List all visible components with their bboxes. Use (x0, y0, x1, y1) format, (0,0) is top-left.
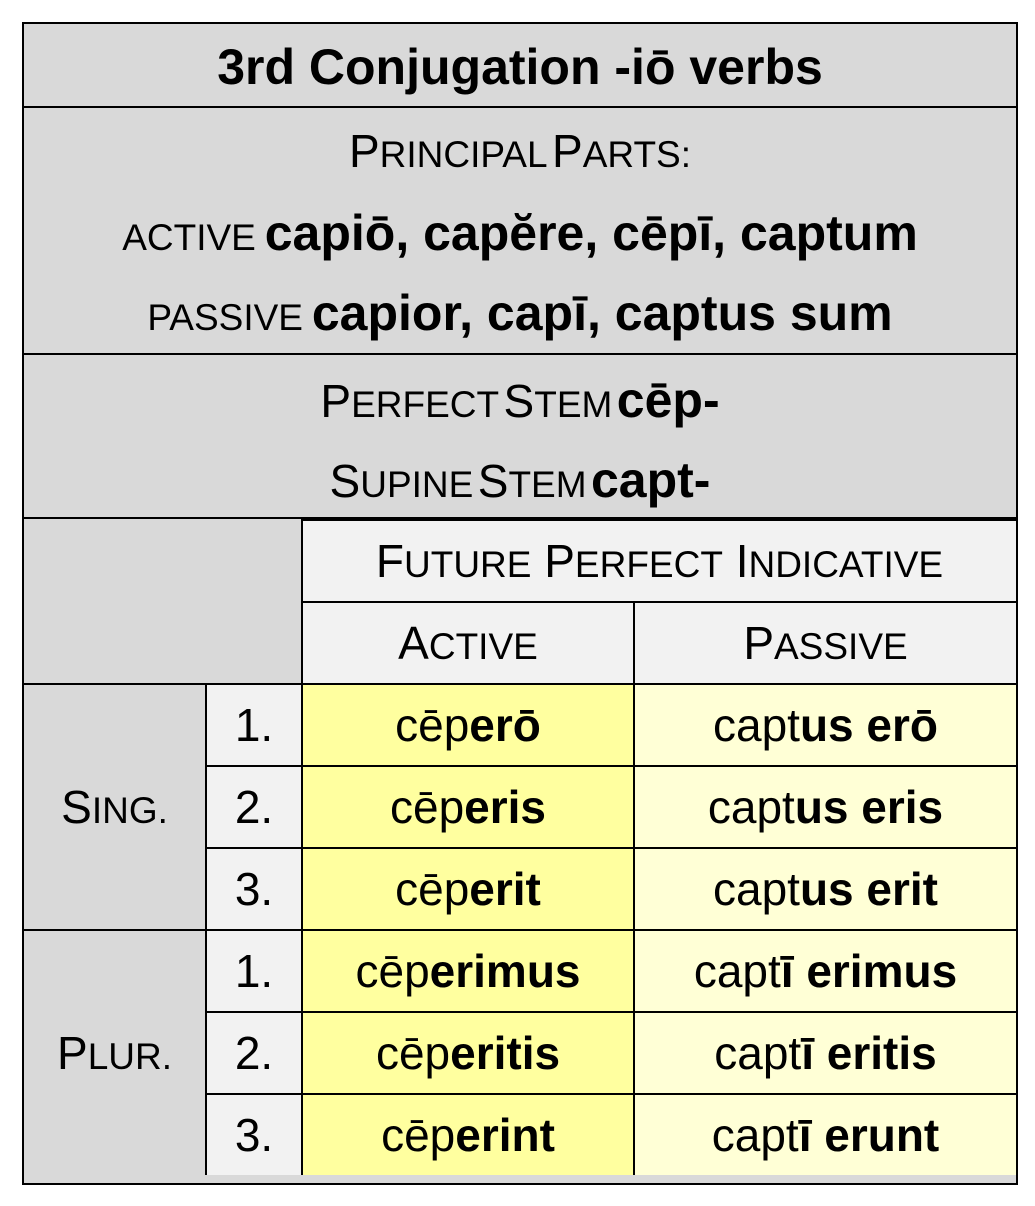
plural-label: PLUR. (24, 929, 207, 1175)
active-label: ACTIVE (122, 217, 256, 258)
active-form: cēperimus (301, 929, 635, 1013)
passive-form: captus eris (633, 765, 1016, 849)
active-form: cēperitis (301, 1011, 635, 1095)
conjugation-chart: 3rd Conjugation -iō verbs PRINCIPAL PART… (22, 22, 1018, 1185)
active-form: cēperit (301, 847, 635, 931)
supine-stem: capt- (591, 452, 711, 508)
table-header-row: FUTURE PERFECT INDICATIVE (24, 519, 1016, 685)
person-number: 3. (205, 847, 303, 931)
person-number: 2. (205, 765, 303, 849)
supine-stem-line: SUPINE STEM capt- (329, 452, 711, 508)
active-form: cēperint (301, 1093, 635, 1175)
passive-principal-parts: PASSIVE capior, capī, captus sum (24, 284, 1016, 342)
passive-form: captus erit (633, 847, 1016, 931)
singular-label: SING. (24, 683, 207, 931)
passive-form: captī eritis (633, 1011, 1016, 1095)
active-forms: capiō, capĕre, cēpī, captum (264, 205, 918, 261)
passive-form: captī erimus (633, 929, 1016, 1013)
blank-corner (24, 520, 303, 685)
passive-label: PASSIVE (147, 297, 303, 338)
chart-title: 3rd Conjugation -iō verbs (217, 39, 823, 95)
passive-voice-header: PASSIVE (633, 601, 1016, 685)
stems-section: PERFECT STEM cēp- SUPINE STEM capt- (24, 355, 1016, 519)
table-row: SING. 1. cēperō captus erō (24, 683, 1016, 931)
principal-parts-section: PRINCIPAL PARTS: ACTIVE capiō, capĕre, c… (24, 108, 1016, 355)
perfect-stem: cēp- (616, 372, 720, 428)
table-row: 3. cēperit captus erit (24, 847, 1016, 931)
table-row: 3. cēperint captī erunt (24, 1093, 1016, 1175)
active-form: cēperō (301, 683, 635, 767)
perfect-stem-line: PERFECT STEM cēp- (320, 372, 720, 428)
title-section: 3rd Conjugation -iō verbs (24, 24, 1016, 108)
passive-form: captus erō (633, 683, 1016, 767)
person-number: 1. (205, 683, 303, 767)
passive-forms: capior, capī, captus sum (311, 285, 893, 341)
principal-parts-heading: PRINCIPAL PARTS: (348, 125, 692, 177)
active-voice-header: ACTIVE (301, 601, 635, 685)
person-number: 2. (205, 1011, 303, 1095)
tense-header: FUTURE PERFECT INDICATIVE (301, 519, 1016, 603)
active-principal-parts: ACTIVE capiō, capĕre, cēpī, captum (24, 204, 1016, 262)
voice-header-row: ACTIVE PASSIVE (24, 601, 1016, 685)
active-form: cēperis (301, 765, 635, 849)
person-number: 3. (205, 1093, 303, 1175)
passive-form: captī erunt (633, 1093, 1016, 1175)
person-number: 1. (205, 929, 303, 1013)
table-row: 2. cēperis captus eris (24, 765, 1016, 849)
table-row: 2. cēperitis captī eritis (24, 1011, 1016, 1095)
table-row: PLUR. 1. cēperimus captī erimus (24, 929, 1016, 1175)
future-perfect-table: FUTURE PERFECT INDICATIVE ACTIVE PASSIVE… (24, 519, 1016, 1175)
